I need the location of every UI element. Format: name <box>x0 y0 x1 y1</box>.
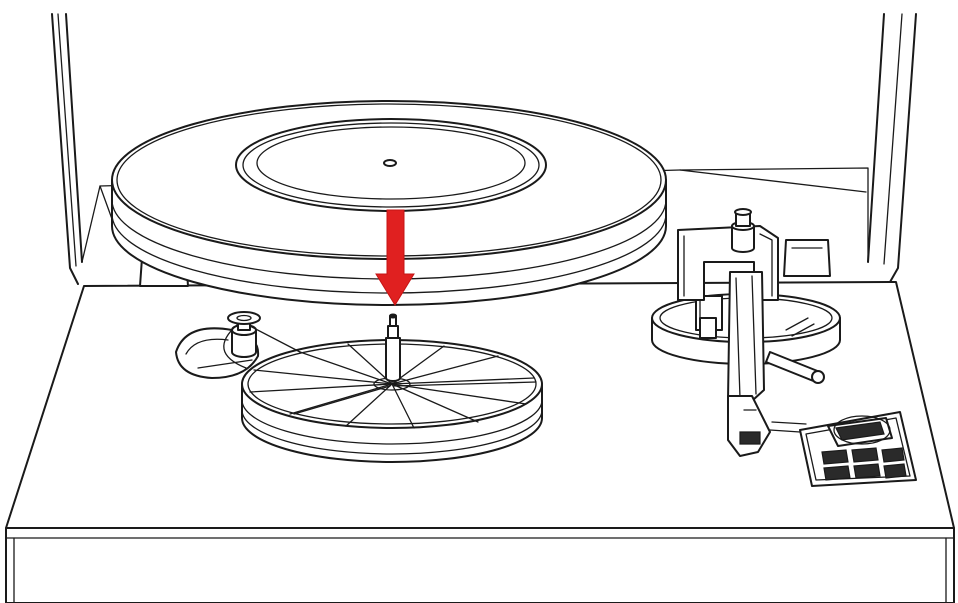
drive-belt <box>223 323 301 369</box>
tonearm <box>651 208 841 457</box>
sub-platter-spokes <box>249 343 537 429</box>
lowering-arrow <box>375 209 415 306</box>
dust-cover <box>51 13 917 285</box>
control-panel <box>769 411 917 487</box>
sub-platter <box>241 339 543 463</box>
spindle <box>385 313 401 382</box>
control-buttons <box>821 447 907 481</box>
belt-pulley <box>175 311 261 379</box>
platter-spindle-hole <box>383 159 397 167</box>
